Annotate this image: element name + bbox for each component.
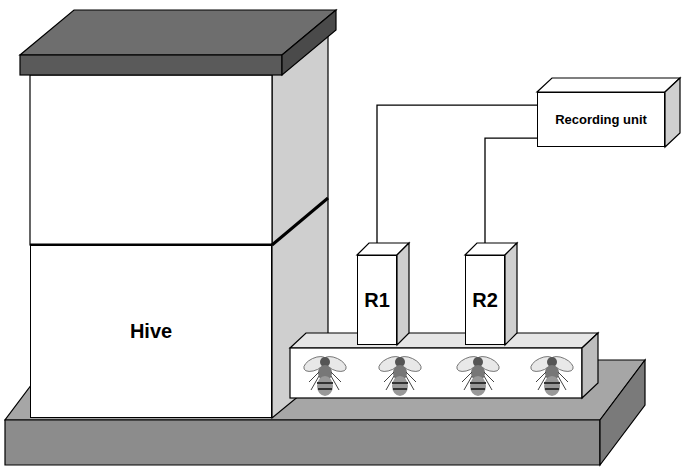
- unit-top: [537, 78, 680, 92]
- signal-wire: [377, 105, 537, 243]
- recording-box: Recording unit: [537, 92, 665, 147]
- base-front: [5, 420, 600, 465]
- sensor-side: [505, 243, 517, 345]
- roof-side: [282, 10, 336, 75]
- node-label: R2: [472, 289, 498, 312]
- base-side: [600, 360, 645, 465]
- roof-top: [20, 10, 336, 55]
- hive-box: Hive: [30, 245, 272, 418]
- sensor-side: [397, 243, 409, 345]
- node-label: Recording unit: [555, 112, 647, 127]
- sensor-box: R2: [465, 255, 505, 345]
- strip-front: [290, 348, 582, 398]
- sensor-box: R1: [357, 255, 397, 345]
- box-seam: [272, 198, 328, 245]
- strip-side: [582, 333, 598, 398]
- unit-side: [665, 78, 680, 147]
- roof-front: [20, 55, 282, 75]
- strip-top: [290, 333, 598, 348]
- node-label: Hive: [130, 320, 172, 343]
- hive-upper-box: [30, 75, 272, 245]
- node-label: R1: [364, 289, 390, 312]
- signal-wire: [485, 138, 537, 243]
